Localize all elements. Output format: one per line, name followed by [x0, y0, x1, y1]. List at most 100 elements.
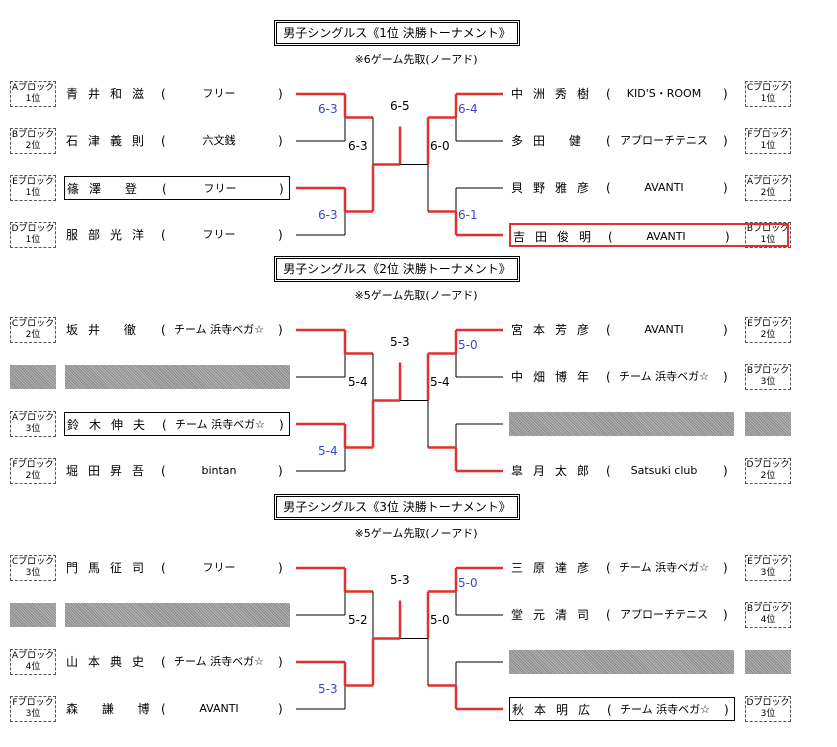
close-paren: )	[278, 561, 283, 575]
badge-block: Cブロック	[11, 319, 55, 329]
bracket-subtitle: ※6ゲーム先取(ノーアド)	[354, 53, 478, 66]
player-club: アプローチテニス	[620, 134, 708, 147]
close-paren: )	[723, 323, 728, 337]
player-name: 三原達彦	[511, 561, 600, 575]
close-paren: )	[278, 87, 283, 101]
player-name: 多田 健	[511, 134, 591, 148]
badge-block: Aブロック	[746, 177, 790, 187]
open-paren: (	[161, 323, 166, 337]
badge-rank: 3位	[25, 709, 41, 719]
open-paren: (	[606, 323, 611, 337]
bracket-title: 男子シングルス《3位 決勝トーナメント》	[274, 494, 520, 520]
left-player-4: 森 謙 博(AVANTI)	[64, 697, 290, 721]
player-club: AVANTI	[199, 702, 239, 715]
player-club: アプローチテニス	[620, 608, 708, 621]
left-blank-badge-2	[10, 603, 56, 627]
left-player-1: 青井和滋(フリー)	[64, 82, 290, 106]
player-name: 篠澤 登	[67, 182, 147, 196]
right-player-3: 貝野雅彦(AVANTI)	[509, 176, 735, 200]
badge-rank: 3位	[760, 568, 776, 578]
right-player-4: 吉田俊明(AVANTI)	[509, 223, 789, 247]
close-paren: )	[723, 134, 728, 148]
player-name: 門馬征司	[66, 561, 155, 575]
player-club: フリー	[202, 561, 236, 574]
score-semi-right: 6-0	[430, 138, 450, 153]
right-blank-badge-3	[745, 650, 791, 674]
close-paren: )	[279, 418, 284, 432]
badge-rank: 1位	[25, 94, 41, 104]
score-r1: 5-0	[458, 337, 478, 352]
left-player-1: 門馬征司(フリー)	[64, 556, 290, 580]
badge-block: Bブロック	[746, 604, 790, 614]
close-paren: )	[278, 134, 283, 148]
bracket-lines	[296, 566, 503, 711]
badge-block: Eブロック	[747, 557, 789, 567]
right-player-2: 中畑博年(チーム 浜寺ベガ☆)	[509, 365, 735, 389]
close-paren: )	[723, 608, 728, 622]
left-player-4: 服部光洋(フリー)	[64, 223, 290, 247]
player-club: チーム 浜寺ベガ☆	[618, 370, 710, 383]
badge-rank: 3位	[760, 377, 776, 387]
close-paren: )	[278, 228, 283, 242]
open-paren: (	[606, 561, 611, 575]
close-paren: )	[723, 561, 728, 575]
open-paren: (	[161, 134, 166, 148]
player-club: フリー	[203, 182, 237, 195]
player-club: チーム 浜寺ベガ☆	[618, 561, 710, 574]
close-paren: )	[723, 181, 728, 195]
player-club: チーム 浜寺ベガ☆	[619, 703, 711, 716]
close-paren: )	[278, 464, 283, 478]
player-club: フリー	[202, 228, 236, 241]
open-paren: (	[606, 608, 611, 622]
bracket-lines	[296, 92, 503, 237]
left-player-1: 坂井 徹(チーム 浜寺ベガ☆)	[64, 318, 290, 342]
player-club: Satsuki club	[630, 464, 698, 477]
player-name: 堂元清司	[511, 608, 600, 622]
badge-block: Bブロック	[11, 130, 55, 140]
player-name: 鈴木伸夫	[67, 418, 156, 432]
left-blank-badge-2	[10, 365, 56, 389]
badge-rank: 3位	[25, 568, 41, 578]
player-name: 中畑博年	[511, 370, 600, 384]
right-player-1: 三原達彦 ( チーム 浜寺ベガ☆)	[509, 556, 735, 580]
bracket-subtitle: ※5ゲーム先取(ノーアド)	[354, 289, 478, 302]
badge-block: Fブロック	[12, 698, 54, 708]
right-player-2: 堂元清司 ( アプローチテニス)	[509, 603, 735, 627]
player-name: 石津義則	[66, 134, 155, 148]
badge-block: Dブロック	[746, 698, 790, 708]
open-paren: (	[606, 87, 611, 101]
badge-block: Aブロック	[11, 651, 55, 661]
right-blank-slot-3	[509, 412, 734, 436]
player-club: 六文銭	[202, 134, 236, 147]
badge-block: Cブロック	[746, 83, 790, 93]
player-club: KID'S・ROOM	[626, 87, 702, 100]
bracket-title: 男子シングルス《1位 決勝トーナメント》	[274, 20, 520, 46]
player-name: 吉田俊明	[513, 230, 602, 244]
right-player-1: 中洲秀樹(KID'S・ROOM)	[509, 82, 735, 106]
badge-block: Bブロック	[746, 366, 790, 376]
badge-rank: 4位	[25, 662, 41, 672]
player-name: 山本典史	[66, 655, 155, 669]
close-paren: )	[279, 182, 284, 196]
player-name: 中洲秀樹	[511, 87, 600, 101]
score-final: 5-3	[390, 334, 410, 349]
badge-rank: 1位	[760, 141, 776, 151]
open-paren: (	[161, 464, 166, 478]
player-club: bintan	[201, 464, 237, 477]
score-r1: 6-4	[458, 101, 478, 116]
score-semi-right: 5-4	[430, 374, 450, 389]
score-final: 5-3	[390, 572, 410, 587]
player-name: 堀田昇吾	[66, 464, 155, 478]
